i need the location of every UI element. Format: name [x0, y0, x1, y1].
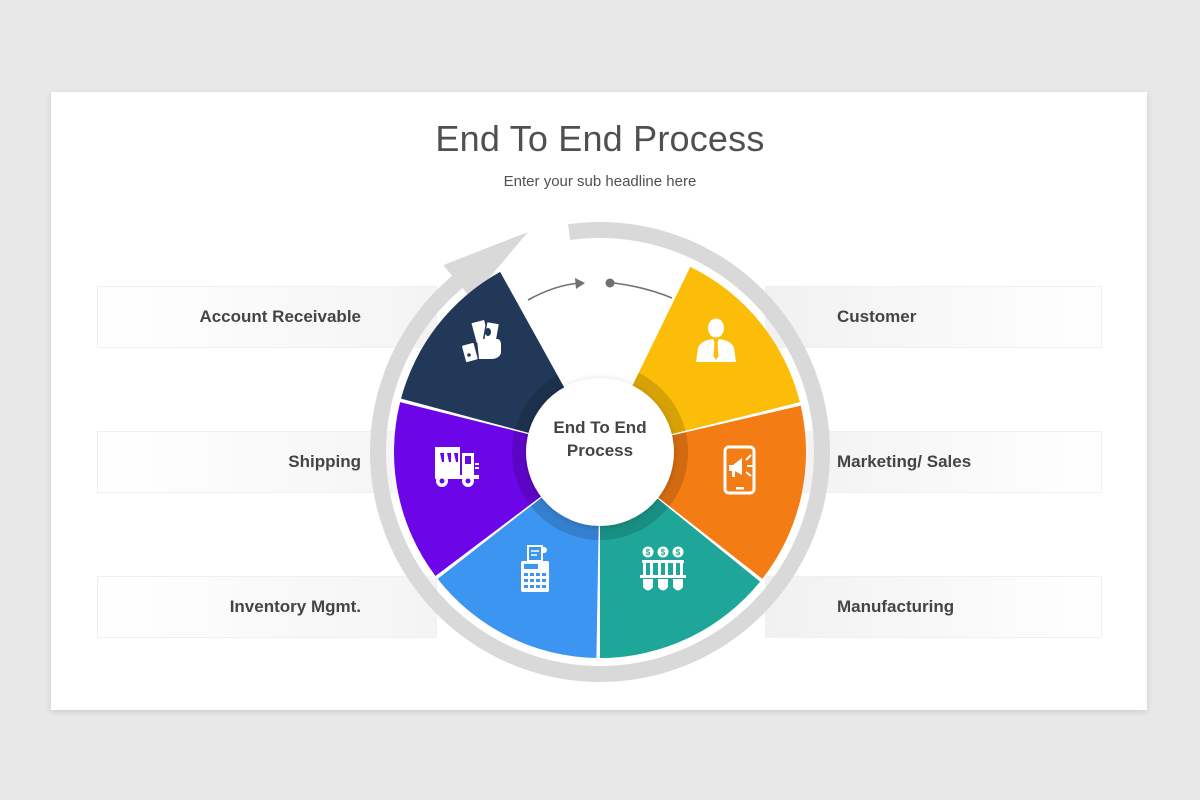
cycle-arrow-ring	[370, 222, 831, 682]
svg-text:$: $	[661, 548, 666, 557]
connector-arrow	[527, 278, 673, 301]
label-text: Marketing/ Sales	[837, 452, 972, 471]
label-inventory-mgmt: Inventory Mgmt.	[97, 576, 437, 638]
label-text: Account Receivable	[199, 307, 361, 326]
test-tubes-dollar-icon: $ $ $	[640, 546, 686, 591]
page-subtitle: Enter your sub headline here	[503, 173, 697, 190]
center-label: End To End Process	[540, 416, 660, 462]
label-manufacturing: Manufacturing	[765, 576, 1102, 638]
cash-register-icon	[521, 545, 549, 592]
svg-text:$: $	[676, 548, 681, 557]
segment-inventory-mgmt	[437, 495, 599, 658]
hand-money-icon	[462, 319, 501, 363]
center-label-line2: Process	[566, 441, 634, 460]
label-text: Customer	[837, 307, 917, 326]
delivery-truck-icon	[435, 447, 479, 487]
label-text: Manufacturing	[837, 597, 955, 616]
label-account-receivable: Account Receivable	[97, 286, 437, 348]
label-customer: Customer	[765, 286, 1102, 348]
mobile-megaphone-icon	[723, 445, 756, 495]
cycle-arrowhead-icon	[443, 232, 528, 299]
center-circle	[526, 378, 674, 526]
label-text: Inventory Mgmt.	[229, 597, 361, 616]
svg-text:$: $	[646, 548, 651, 557]
segment-shipping	[394, 402, 545, 576]
label-text: Shipping	[288, 452, 361, 471]
center-label-line1: End To End	[553, 418, 647, 437]
page-title: End To End Process	[435, 118, 765, 159]
businessman-icon	[696, 318, 736, 362]
